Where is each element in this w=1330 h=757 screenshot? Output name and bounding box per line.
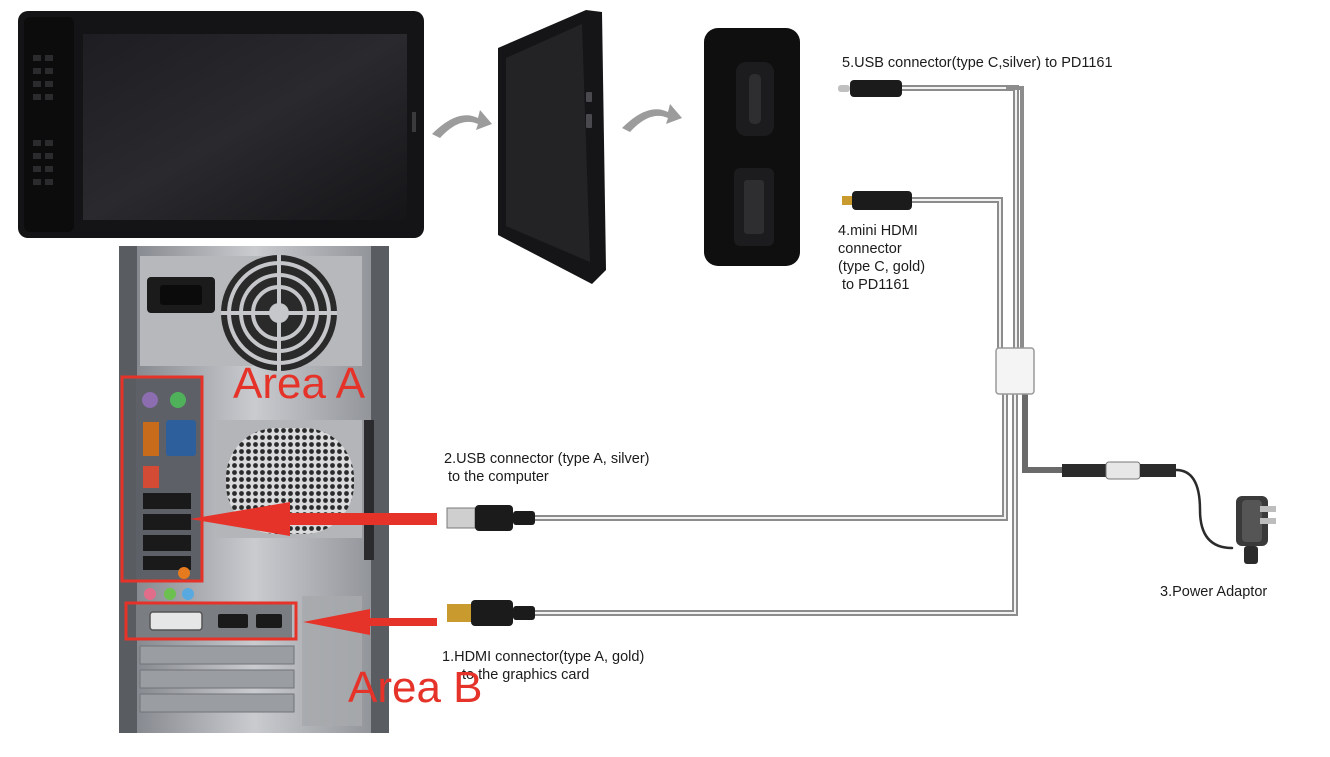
tablet-side-view — [498, 10, 606, 284]
label-line: connector — [838, 241, 902, 257]
area-a-highlight — [120, 375, 204, 583]
usb-a-plug — [446, 505, 535, 531]
label-power-adaptor: 3.Power Adaptor — [1160, 583, 1267, 601]
graphics-card-bracket — [136, 604, 292, 638]
hdmi-a-plug — [447, 600, 535, 626]
label-hdmi-a-connector: 1.HDMI connector(type A, gold) to the gr… — [442, 648, 644, 684]
area-a-label: Area A — [233, 359, 366, 408]
label-line: 3.Power Adaptor — [1160, 584, 1268, 600]
cable-splitter — [995, 347, 1035, 395]
label-mini-hdmi-connector: 4.mini HDMI connector (type C, gold) to … — [838, 222, 925, 294]
express-keys — [33, 55, 53, 185]
label-line: (type C, gold) — [838, 259, 926, 275]
label-usb-a-connector: 2.USB connector (type A, silver) to the … — [444, 450, 650, 486]
area-b-label: Area B — [348, 663, 483, 712]
psu-fan — [221, 255, 337, 371]
power-socket — [147, 277, 215, 313]
label-line: to the computer — [448, 469, 549, 485]
sequence-arrows — [432, 104, 682, 138]
area-b-highlight — [124, 601, 298, 641]
computer-tower — [119, 246, 389, 733]
label-line: 5.USB connector(type C,silver) to PD1161 — [842, 55, 1113, 71]
power-barrel-connector — [1062, 461, 1176, 480]
audio-jacks — [144, 588, 194, 600]
label-line: 4.mini HDMI — [838, 223, 918, 239]
tablet-ports-closeup — [704, 28, 800, 266]
label-line: to PD1161 — [842, 277, 910, 293]
expansion-slots — [139, 645, 295, 713]
label-line: 2.USB connector (type A, silver) — [444, 451, 650, 467]
usb-c-plug — [838, 80, 902, 97]
io-ports — [142, 392, 196, 579]
label-line: to the graphics card — [462, 667, 590, 683]
label-line: 1.HDMI connector(type A, gold) — [442, 649, 645, 665]
label-usb-c-connector: 5.USB connector(type C,silver) to PD1161 — [842, 54, 1113, 72]
power-adaptor — [1236, 496, 1276, 564]
tablet-front-view — [18, 11, 424, 238]
mini-hdmi-plug — [842, 191, 912, 210]
cable-lines — [529, 85, 1234, 616]
red-arrows — [190, 502, 437, 635]
